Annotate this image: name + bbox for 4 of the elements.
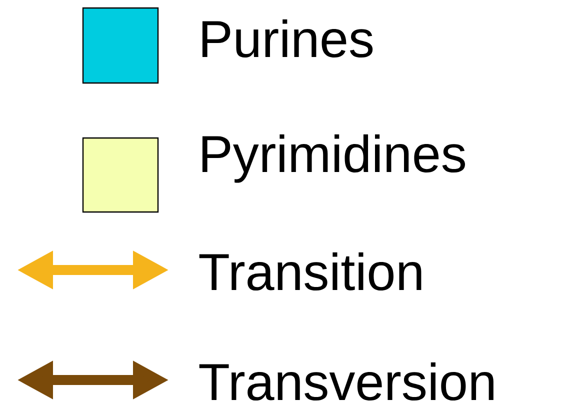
legend-label: Purines xyxy=(202,19,373,58)
legend-label: Transversion xyxy=(199,362,494,400)
legend-label: Pyrimidines xyxy=(202,134,465,183)
legend-label: Transition xyxy=(199,252,422,290)
